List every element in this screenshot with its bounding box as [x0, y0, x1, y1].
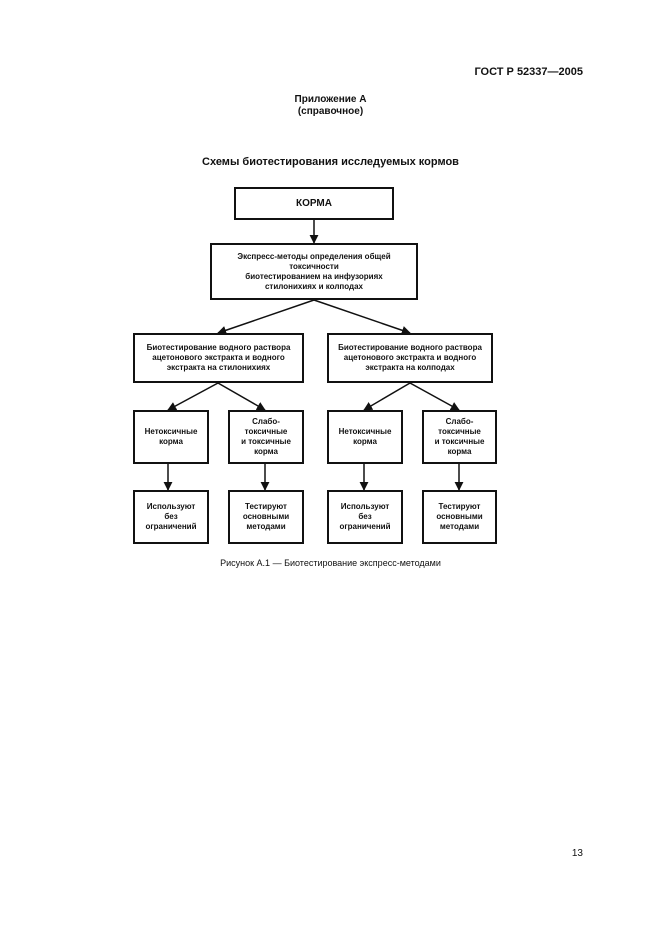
- test-line-2: основными: [242, 512, 290, 521]
- colpoda-biotest-box: Биотестирование водного раствора ацетоно…: [327, 333, 493, 383]
- test-line-2: основными: [436, 512, 483, 521]
- right-branch-line-2: ацетонового экстракта и водного: [343, 353, 477, 362]
- use-line-3: ограничений: [339, 522, 391, 531]
- nontoxic-line-1: Нетоксичные: [144, 427, 198, 436]
- left-branch-line-3: экстракта на стилонихиях: [166, 363, 271, 372]
- weaktoxic-line-2: токсичные: [244, 427, 288, 436]
- test-line-1: Тестируют: [245, 502, 287, 511]
- nontoxic-line-2: корма: [159, 437, 183, 446]
- use-line-2: без: [164, 512, 178, 521]
- feed-root-label: КОРМА: [296, 197, 332, 209]
- right-branch-line-1: Биотестирование водного раствора: [338, 343, 482, 352]
- arrow-right-weaktoxic: [409, 382, 460, 411]
- weaktoxic-line-1: Слабо-: [252, 417, 280, 426]
- express-line-4: стилонихиях и колподах: [264, 281, 363, 291]
- weaktoxic-line-1: Слабо-: [445, 417, 474, 426]
- arrow-right-nontoxic: [363, 382, 411, 411]
- use-line-1: Используют: [340, 502, 390, 511]
- arrow-express-right: [313, 299, 411, 335]
- test-line-1: Тестируют: [438, 502, 481, 511]
- test-box-left: Тестируют основными методами: [228, 490, 304, 544]
- figure-caption: Рисунок А.1 — Биотестирование экспресс-м…: [220, 558, 441, 568]
- test-box-right: Тестируют основными методами: [422, 490, 497, 544]
- express-line-2: токсичности: [289, 261, 339, 271]
- annex-subtitle: (справочное): [297, 106, 364, 117]
- express-methods-box: Экспресс-методы определения общей токсич…: [210, 243, 418, 300]
- annex-title: Приложение А: [294, 94, 367, 105]
- use-line-2: без: [358, 512, 372, 521]
- weaktoxic-box-left: Слабо- токсичные и токсичные корма: [228, 410, 304, 464]
- stylonychia-biotest-box: Биотестирование водного раствора ацетоно…: [133, 333, 304, 383]
- left-branch-line-1: Биотестирование водного раствора: [146, 343, 291, 352]
- left-branch-line-2: ацетонового экстракта и водного: [152, 353, 285, 362]
- feed-root-box: КОРМА: [234, 187, 394, 220]
- test-line-3: методами: [439, 522, 480, 531]
- weaktoxic-line-2: токсичные: [438, 427, 481, 436]
- weaktoxic-line-4: корма: [254, 447, 278, 456]
- express-line-1: Экспресс-методы определения общей: [237, 251, 391, 261]
- weaktoxic-line-3: и токсичные: [434, 437, 485, 446]
- weaktoxic-box-right: Слабо- токсичные и токсичные корма: [422, 410, 497, 464]
- use-line-1: Используют: [146, 502, 196, 511]
- page-number: 13: [571, 848, 583, 859]
- test-line-3: методами: [246, 522, 286, 531]
- scheme-title: Схемы биотестирования исследуемых кормов: [202, 156, 459, 168]
- use-box-right: Используют без ограничений: [327, 490, 403, 544]
- weaktoxic-line-4: корма: [447, 447, 472, 456]
- nontoxic-line-2: корма: [353, 437, 377, 446]
- arrow-express-left: [217, 299, 315, 335]
- arrow-left-weaktoxic: [217, 382, 266, 411]
- use-line-3: ограничений: [145, 522, 197, 531]
- use-box-left: Используют без ограничений: [133, 490, 209, 544]
- nontoxic-box-right: Нетоксичные корма: [327, 410, 403, 464]
- nontoxic-line-1: Нетоксичные: [338, 427, 392, 436]
- nontoxic-box-left: Нетоксичные корма: [133, 410, 209, 464]
- weaktoxic-line-3: и токсичные: [241, 437, 291, 446]
- express-line-3: биотестированием на инфузориях: [245, 271, 383, 281]
- right-branch-line-3: экстракта на колподах: [365, 363, 455, 372]
- arrow-left-nontoxic: [167, 382, 219, 411]
- standard-code: ГОСТ Р 52337—2005: [474, 66, 583, 78]
